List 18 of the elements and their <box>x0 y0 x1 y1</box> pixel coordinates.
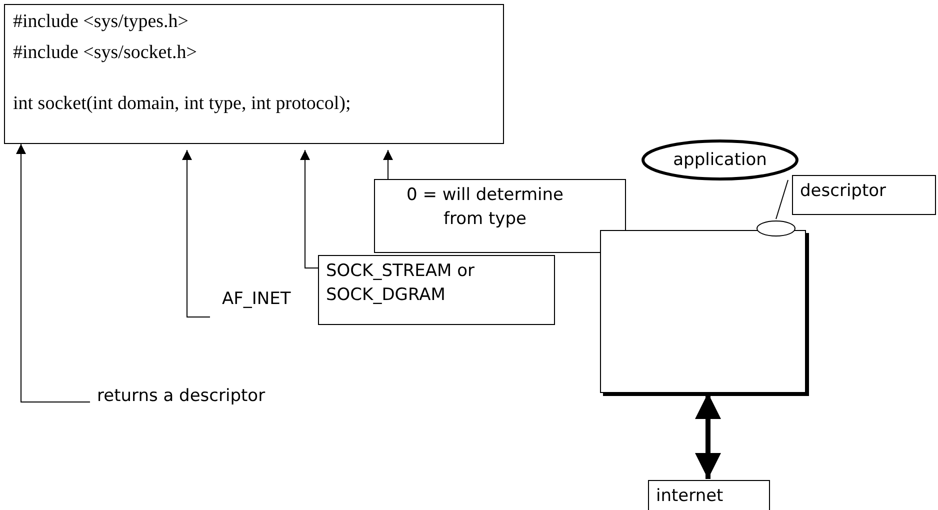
square-box <box>600 230 806 393</box>
oval-node: application <box>640 138 800 182</box>
leader-arrow <box>182 150 210 318</box>
small-oval <box>756 220 796 237</box>
code-line: int socket(int domain, int type, int protocol); <box>13 93 352 115</box>
leader-arrow <box>16 144 90 402</box>
text-box: 0 = will determine from type <box>374 179 626 253</box>
annotation-text: returns a descriptor <box>97 384 327 412</box>
code-box <box>4 4 504 144</box>
text-box: SOCK_STREAM or SOCK_DGRAM <box>318 255 555 325</box>
leader-arrow <box>383 150 393 180</box>
code-line: #include <sys/socket.h> <box>13 42 198 64</box>
text-box: descriptor <box>792 175 936 215</box>
line <box>776 180 788 220</box>
code-line: #include <sys/types.h> <box>13 11 190 33</box>
double-arrow <box>695 393 721 479</box>
leader-arrow <box>300 150 318 268</box>
text-box: internet <box>648 480 770 510</box>
